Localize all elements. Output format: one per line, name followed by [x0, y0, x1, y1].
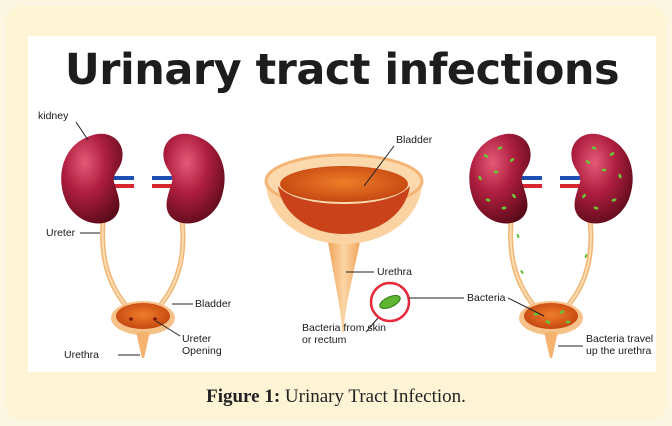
caption-prefix: Figure 1: [206, 386, 280, 407]
label-bacteria-travel: Bacteria travel up the urethra [586, 333, 654, 357]
caption-text: Urinary Tract Infection. [285, 386, 466, 407]
label-bacteria: Bacteria [467, 292, 506, 304]
label-kidney: kidney [38, 110, 68, 122]
kidney-right-icon [163, 134, 224, 224]
label-bladder-left: Bladder [195, 298, 231, 310]
figure-caption: Figure 1: Urinary Tract Infection. [6, 386, 666, 408]
label-urethra-center: Urethra [377, 266, 412, 278]
kidney-left-icon [61, 134, 122, 224]
infected-system [469, 134, 632, 358]
infected-bladder-icon [524, 303, 578, 329]
label-urethra-left: Urethra [64, 349, 99, 361]
infected-kidney-right-icon [571, 134, 632, 224]
label-ureter-opening: Ureter Opening [182, 333, 230, 357]
healthy-system [61, 122, 224, 358]
label-ureter: Ureter [46, 227, 75, 239]
figure-card: Urinary tract infections [6, 6, 666, 420]
label-bacteria-source: Bacteria from skin or rectum [302, 322, 388, 346]
figure-image: Urinary tract infections [28, 36, 656, 372]
center-bladder [266, 146, 464, 332]
label-bladder-center: Bladder [396, 134, 432, 146]
